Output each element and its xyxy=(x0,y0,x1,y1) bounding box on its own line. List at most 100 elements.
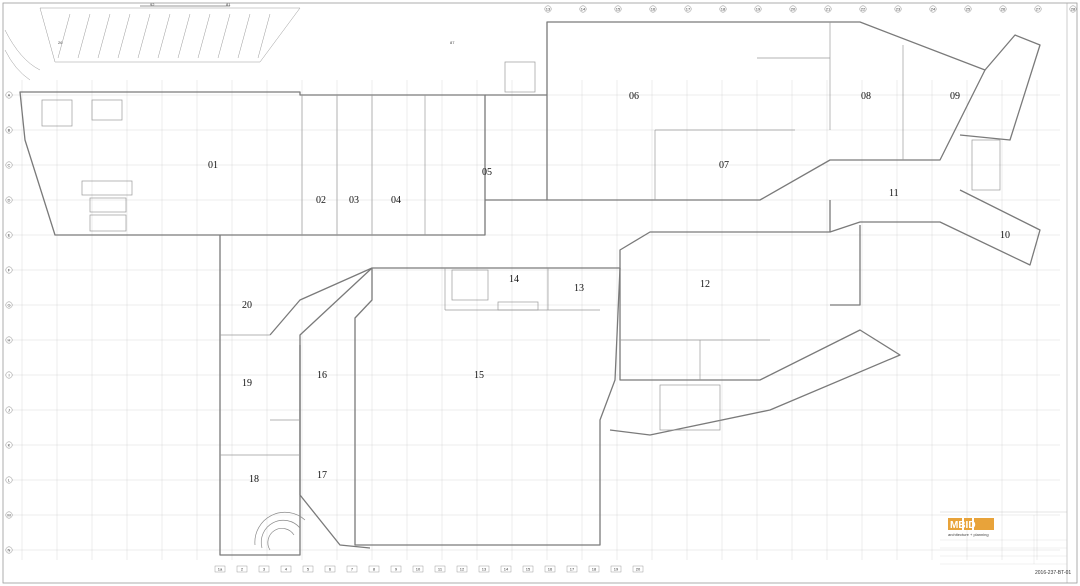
bottom-grid-tag: 2 xyxy=(241,567,244,572)
grid-bubble xyxy=(894,5,902,13)
bottom-grid-tag: 11 xyxy=(438,567,443,572)
left-axis-tag: K xyxy=(8,442,11,447)
top-grid-tag: 23 xyxy=(896,6,901,11)
unit-label-18: 18 xyxy=(249,474,259,485)
top-grid-tag: 18 xyxy=(721,6,726,11)
grid-bubble xyxy=(649,5,657,13)
grid-bubble xyxy=(789,5,797,13)
grid-bubble xyxy=(929,5,937,13)
unit-label-02: 02 xyxy=(316,195,326,206)
grid-tag-box xyxy=(500,565,512,573)
top-grid-tag: 26 xyxy=(1001,6,1006,11)
unit-label-07: 07 xyxy=(719,160,729,171)
top-marker-right: 81 xyxy=(226,2,231,7)
grid-bubble xyxy=(719,5,727,13)
grid-bubble xyxy=(964,5,972,13)
grid-bubble xyxy=(684,5,692,13)
axis-bubble xyxy=(5,546,13,554)
top-grid-tag: 14 xyxy=(581,6,586,11)
left-axis-tag: E xyxy=(8,232,11,237)
unit-label-05: 05 xyxy=(482,167,492,178)
grid-tag-box xyxy=(324,565,336,573)
axis-bubble xyxy=(5,406,13,414)
left-axis-tag: F xyxy=(8,267,11,272)
building-outline xyxy=(19,21,1041,556)
grid-bubble xyxy=(544,5,552,13)
unit-label-04: 04 xyxy=(391,195,401,206)
top-grid-tag: 25 xyxy=(966,6,971,11)
bottom-grid-tag: 16 xyxy=(548,567,553,572)
unit-label-03: 03 xyxy=(349,195,359,206)
top-grid-tag: 15 xyxy=(616,6,621,11)
grid-bubble xyxy=(824,5,832,13)
axis-bubble xyxy=(5,91,13,99)
left-axis-tag: I xyxy=(8,372,9,377)
grid-bubble xyxy=(754,5,762,13)
grid-tag-box xyxy=(632,565,644,573)
top-grid-tag: 19 xyxy=(756,6,761,11)
unit-label-20: 20 xyxy=(242,300,252,311)
bottom-grid-tag: 17 xyxy=(570,567,575,572)
unit-label-12: 12 xyxy=(700,279,710,290)
bottom-grid-tag: 12 xyxy=(460,567,465,572)
axis-bubble xyxy=(5,301,13,309)
unit-label-01: 01 xyxy=(208,160,218,171)
bottom-grid-tag: 5 xyxy=(307,567,310,572)
unit-label-19: 19 xyxy=(242,378,252,389)
grid-bubble xyxy=(1069,5,1077,13)
left-axis-tag: A xyxy=(8,92,11,97)
left-axis-tag: J xyxy=(8,407,10,412)
top-grid-tag: 21 xyxy=(826,6,831,11)
bottom-grid-tag: 15 xyxy=(526,567,531,572)
grid-tag-box xyxy=(412,565,424,573)
bottom-grid-tag: 7 xyxy=(351,567,354,572)
unit-label-14: 14 xyxy=(509,274,519,285)
axis-bubble xyxy=(5,161,13,169)
top-grid-tag: 22 xyxy=(861,6,866,11)
unit-label-09: 09 xyxy=(950,91,960,102)
axis-bubble xyxy=(5,476,13,484)
top-marker-left: 92 xyxy=(150,2,155,7)
top-grid-tag: 20 xyxy=(791,6,796,11)
grid-bubble xyxy=(614,5,622,13)
grid-tag-box xyxy=(478,565,490,573)
left-axis-tag: B xyxy=(8,127,11,132)
top-grid-tag: 16 xyxy=(651,6,656,11)
drawing-number: 2016-237-BT-01 xyxy=(1035,570,1071,576)
grid-bubble xyxy=(999,5,1007,13)
grid-tag-box xyxy=(214,565,226,573)
left-axis-tag: N xyxy=(8,547,11,552)
grid-tag-box xyxy=(566,565,578,573)
grid-tag-box xyxy=(280,565,292,573)
unit-label-17: 17 xyxy=(317,470,327,481)
top-grid-tag: 28 xyxy=(1071,6,1076,11)
left-axis-tag: G xyxy=(7,302,10,307)
axis-bubble xyxy=(5,126,13,134)
grid-bubble xyxy=(579,5,587,13)
unit-label-11: 11 xyxy=(889,188,899,199)
grid-tag-box xyxy=(456,565,468,573)
bottom-grid-tag: 19 xyxy=(614,567,619,572)
top-grid-tag: 13 xyxy=(546,6,551,11)
grid-bubble xyxy=(859,5,867,13)
site-parking xyxy=(4,5,301,81)
plot-label: 26 xyxy=(58,40,63,45)
logo-subtitle: architecture + planning xyxy=(948,532,989,537)
bottom-grid-tag: 9 xyxy=(395,567,398,572)
bottom-grid-tag: 6 xyxy=(329,567,332,572)
grid-tag-box xyxy=(588,565,600,573)
top-grid-tags: 131415161718192021222324252627282930 xyxy=(544,5,1077,13)
axis-bubble xyxy=(5,371,13,379)
axis-bubble xyxy=(5,441,13,449)
grid-tag-box xyxy=(434,565,446,573)
logo-text: MBID xyxy=(950,520,976,531)
bottom-grid-tag: 4 xyxy=(285,567,288,572)
bottom-grid-tag: 13 xyxy=(482,567,487,572)
structural-grid xyxy=(10,80,1060,560)
grid-tag-box xyxy=(258,565,270,573)
unit-label-16: 16 xyxy=(317,370,327,381)
